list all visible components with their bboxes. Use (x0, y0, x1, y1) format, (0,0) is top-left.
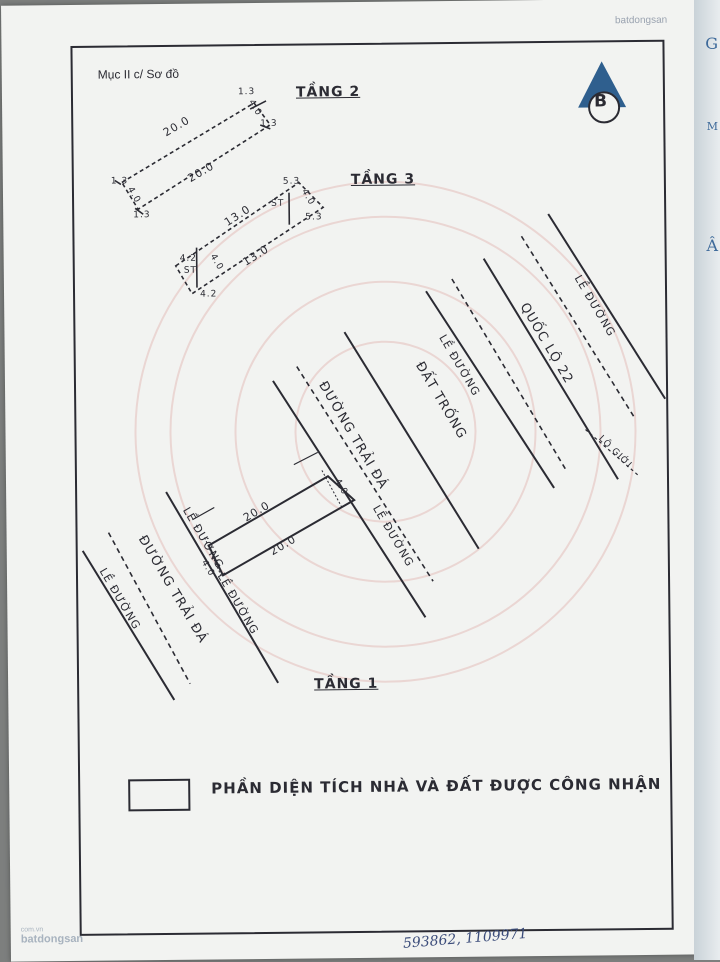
f3-right-a: 5.3 (282, 176, 301, 187)
north-arrow-icon (578, 61, 627, 124)
watermark-top: batdongsan (614, 14, 668, 27)
f3-st-right: ST (271, 198, 285, 209)
drawing-frame (70, 39, 674, 936)
legend-box (128, 778, 191, 812)
north-marker: B (593, 91, 609, 112)
f2-left-a: 1.3 (110, 176, 129, 187)
watermark-bottom-text: batdongsan (20, 932, 84, 946)
floor2-title: TẦNG 2 (295, 83, 361, 101)
floor1-title: TẦNG 1 (314, 675, 379, 693)
f3-left-b: 4.2 (199, 289, 218, 300)
strip-letter-1: G (705, 34, 718, 53)
f2-left-b: 1.3 (133, 210, 151, 221)
underlying-document-strip: G M Â (694, 0, 720, 960)
floor1-lot (192, 451, 356, 577)
floor2-outline (114, 100, 272, 215)
f2-right-a: 1.3 (237, 87, 256, 98)
seal-watermark (134, 180, 637, 683)
street-lines (81, 213, 667, 701)
f3-st-left: ST (183, 265, 198, 276)
strip-letter-3: Â (706, 236, 718, 255)
section-label: Mục II c/ Sơ đồ (97, 66, 180, 82)
floor3-outline (174, 181, 325, 295)
f2-right-b: 1.3 (260, 118, 278, 129)
f3-left-a: 4.2 (179, 253, 198, 264)
f3-right-b: 5.3 (305, 212, 323, 223)
floor3-title: TẦNG 3 (350, 171, 416, 189)
watermark-bottom: com.vn batdongsan (20, 926, 84, 946)
strip-letter-2: M (706, 120, 718, 133)
